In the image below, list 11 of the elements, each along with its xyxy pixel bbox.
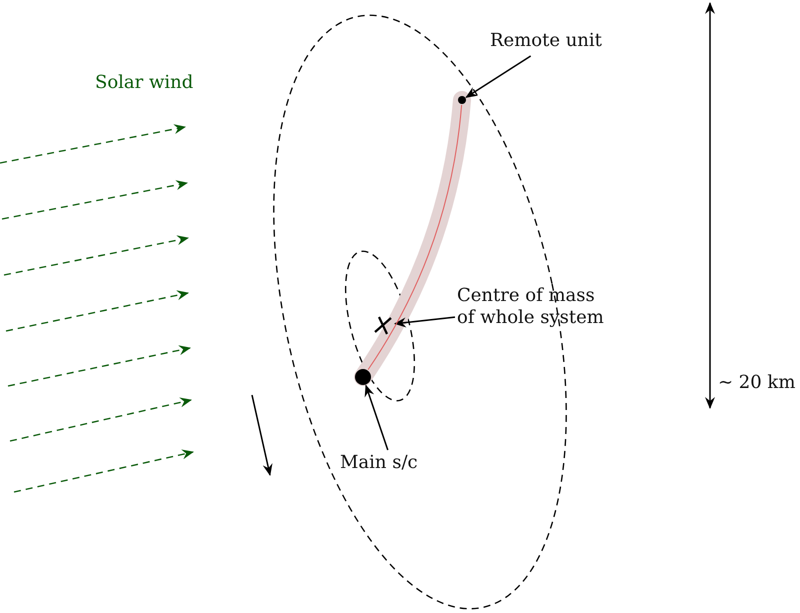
dimension-label: ∼ 20 km xyxy=(718,372,796,394)
leader-arrow xyxy=(394,316,456,328)
node-label: Main s/c xyxy=(340,452,445,474)
spacecraft-dot xyxy=(355,369,371,385)
caption-text: Solar wind xyxy=(95,72,194,94)
node-label: Centre of mass of whole system xyxy=(457,285,617,329)
leader-arrow xyxy=(465,55,532,98)
cross-mark xyxy=(373,314,393,336)
node-label: Remote unit xyxy=(490,30,615,52)
leader-arrow xyxy=(364,384,389,450)
tether-line xyxy=(368,104,462,370)
